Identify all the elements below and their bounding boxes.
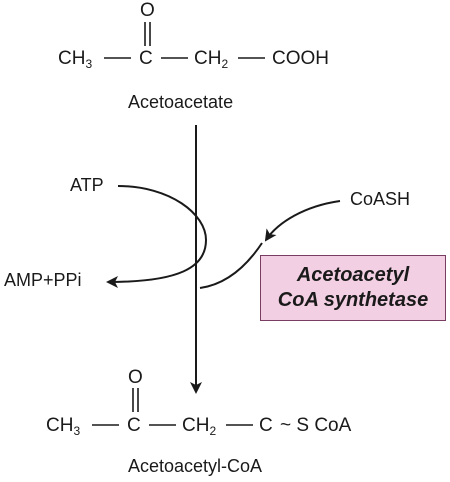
coash-curve [264, 200, 341, 242]
atp-to-amp-curve [106, 185, 208, 288]
product-ch2-subscript: 2 [209, 424, 217, 438]
coash-join-curve [199, 242, 263, 289]
substrate-ch2-subscript: 2 [221, 57, 229, 71]
product-oxygen: O [128, 367, 143, 388]
coash-label: CoASH [350, 189, 411, 209]
amp-ppi-label: AMP+PPi [4, 270, 82, 290]
enzyme-box: Acetoacetyl CoA synthetase [260, 255, 446, 321]
substrate-oxygen: O [140, 0, 155, 21]
substrate-ch3: CH3 [58, 48, 93, 71]
product-thioester-scoa: ~ S CoA [280, 415, 352, 436]
product-ch2: CH2 [182, 415, 217, 438]
product-bonds [92, 388, 253, 426]
product-ch3: CH3 [46, 415, 81, 438]
substrate-ch2: CH2 [194, 48, 229, 71]
product-name: Acetoacetyl-CoA [128, 456, 263, 476]
substrate-ch3-subscript: 3 [85, 57, 93, 71]
product-ch3-subscript: 3 [73, 424, 81, 438]
enzyme-name-line1: Acetoacetyl [296, 264, 410, 286]
substrate-name: Acetoacetate [128, 92, 234, 112]
enzyme-name-line2: CoA synthetase [277, 289, 429, 311]
substrate-bonds [104, 22, 265, 59]
product-carbonyl-c: C [127, 415, 141, 436]
substrate-carbonyl-c: C [139, 48, 153, 69]
atp-label: ATP [70, 175, 104, 195]
product-thioester-c: C [259, 415, 273, 436]
substrate-cooh: COOH [272, 48, 329, 69]
